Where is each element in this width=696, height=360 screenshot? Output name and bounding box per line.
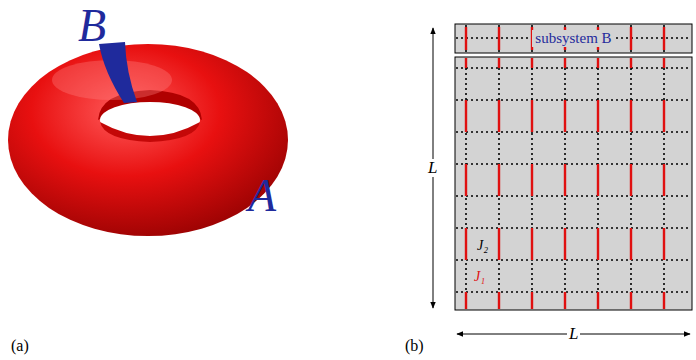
lattice-bond — [564, 228, 566, 260]
lattice-bond — [597, 164, 599, 196]
torus — [8, 44, 288, 236]
lattice-bond — [498, 164, 500, 196]
lattice-bond — [456, 259, 691, 261]
lattice-bond — [597, 228, 599, 260]
lattice-bond — [630, 58, 632, 68]
lattice-bond — [498, 58, 500, 309]
subsystem-strip: subsystem B — [455, 24, 692, 53]
coupling-label: J₂ — [475, 239, 490, 254]
lattice-bond — [597, 100, 599, 132]
lattice-bond — [498, 228, 500, 260]
lattice-bond — [597, 58, 599, 309]
region-label: B — [78, 2, 106, 50]
lattice-bond — [564, 58, 566, 68]
strip-label: subsystem B — [532, 30, 614, 47]
lattice-bond — [498, 25, 500, 52]
lattice-bond — [498, 292, 500, 309]
lattice-bond — [456, 99, 691, 101]
lattice-bond — [597, 58, 599, 68]
lattice-bond — [663, 292, 665, 309]
lattice-bond — [630, 58, 632, 309]
lattice-bond — [630, 164, 632, 196]
subsystem-band — [99, 42, 137, 103]
lattice-bond — [465, 100, 467, 132]
lattice-bond — [663, 27, 665, 50]
lattice-bond — [630, 292, 632, 309]
lattice-bond — [465, 292, 467, 309]
lattice-bond — [663, 228, 665, 260]
lattice-bond — [597, 292, 599, 309]
lattice-bond — [465, 58, 467, 309]
lattice-bond — [465, 58, 467, 68]
lattice-bond — [564, 292, 566, 309]
lattice-bond — [456, 195, 691, 197]
lattice-bond — [630, 27, 632, 50]
lattice-bond — [531, 164, 533, 196]
lattice-bond — [531, 100, 533, 132]
lattice-bond — [663, 58, 665, 309]
lattice-bond — [630, 228, 632, 260]
lattice-bond — [456, 227, 691, 229]
lattice-bond — [531, 292, 533, 309]
panel-label: (a) — [11, 338, 29, 355]
dimension-label: L — [426, 159, 439, 177]
dimension-label: L — [567, 325, 580, 343]
panel-label: (b) — [405, 338, 424, 355]
lattice-bond — [663, 58, 665, 68]
lattice-bond — [663, 164, 665, 196]
lattice-bond — [456, 131, 691, 133]
lattice-bond — [456, 163, 691, 165]
lattice-bond — [465, 27, 467, 50]
lattice-bond — [630, 25, 632, 52]
lattice-bond — [456, 67, 691, 69]
lattice-bond — [456, 291, 691, 293]
lattice — [455, 24, 692, 310]
lattice-bond — [564, 100, 566, 132]
lattice-bond — [531, 228, 533, 260]
lattice-bond — [498, 27, 500, 50]
lattice-bond — [465, 228, 467, 260]
lattice-bond — [663, 25, 665, 52]
lattice-bond — [465, 164, 467, 196]
lattice-bond — [531, 58, 533, 309]
dimension-arrows — [433, 28, 690, 334]
lattice-bond — [498, 58, 500, 68]
lattice-bond — [663, 100, 665, 132]
lattice-bond — [465, 25, 467, 52]
lattice-bond — [498, 100, 500, 132]
lattice-bond — [564, 164, 566, 196]
lattice-bond — [531, 58, 533, 68]
region-label: A — [248, 172, 276, 220]
lattice-bond — [564, 58, 566, 309]
lattice-bond — [630, 100, 632, 132]
coupling-label: J₁ — [472, 270, 487, 285]
